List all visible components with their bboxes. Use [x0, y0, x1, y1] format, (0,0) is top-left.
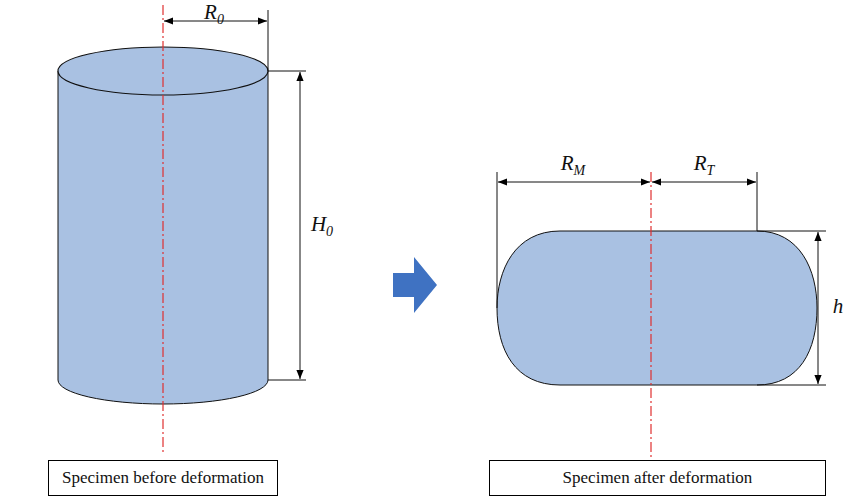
caption-box: Specimen after deformation [489, 460, 826, 496]
dimension-label: H0 [311, 214, 333, 239]
caption-box: Specimen before deformation [48, 460, 278, 496]
dimension-label: h [833, 296, 844, 317]
caption-text: Specimen before deformation [54, 468, 272, 488]
caption-text: Specimen after deformation [555, 468, 761, 488]
dimension-label: RT [694, 153, 715, 178]
dimension-label: RM [561, 153, 586, 178]
dimension-label: R0 [204, 2, 224, 27]
